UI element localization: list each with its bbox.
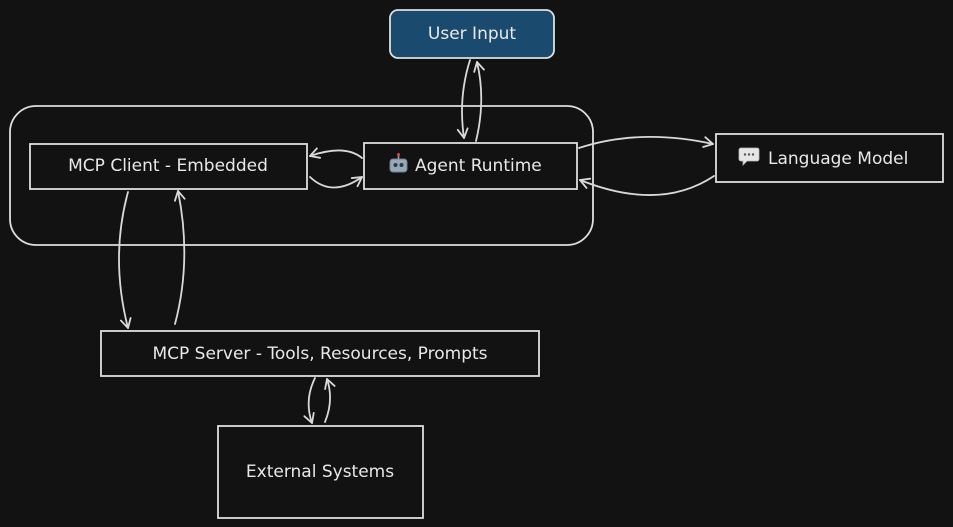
edge-mcp-server-to-external-systems <box>303 377 316 424</box>
agent-runtime-box <box>363 142 578 190</box>
robot-icon <box>389 153 408 173</box>
mcp-client-node: MCP Client - Embedded <box>29 143 308 190</box>
mcp-client-label: MCP Client - Embedded <box>68 156 268 176</box>
edge-agent-runtime-to-language-model <box>578 136 714 149</box>
language-model-node: Language Model <box>715 133 944 183</box>
mcp-client-box <box>29 143 308 190</box>
external-systems-node: External Systems <box>217 425 424 519</box>
mcp-server-box <box>100 330 540 377</box>
edge-mcp-client-to-agent-runtime <box>309 176 363 189</box>
user-input-label: User Input <box>428 24 517 44</box>
edge-language-model-to-agent-runtime <box>579 175 715 196</box>
user-input-box <box>389 9 555 59</box>
agent-group-container <box>9 105 594 246</box>
mcp-server-node: MCP Server - Tools, Resources, Prompts <box>100 330 540 377</box>
user-input-node: User Input <box>389 9 555 59</box>
edge-agent-runtime-to-mcp-client <box>309 147 363 159</box>
mcp-server-label: MCP Server - Tools, Resources, Prompts <box>152 344 487 364</box>
agent-runtime-node: Agent Runtime <box>363 142 578 190</box>
edge-user-input-to-agent-runtime <box>456 59 471 139</box>
edge-mcp-client-to-mcp-server <box>118 191 132 329</box>
agent-runtime-label: Agent Runtime <box>415 156 542 176</box>
external-systems-box <box>217 425 424 519</box>
language-model-label: Language Model <box>768 149 908 169</box>
language-model-box <box>715 133 944 183</box>
edge-external-systems-to-mcp-server <box>324 378 336 423</box>
external-systems-label: External Systems <box>246 462 394 482</box>
edge-agent-runtime-to-user-input <box>473 61 485 142</box>
edge-mcp-server-to-mcp-client <box>173 190 186 325</box>
speech-bubble-icon <box>738 147 760 166</box>
